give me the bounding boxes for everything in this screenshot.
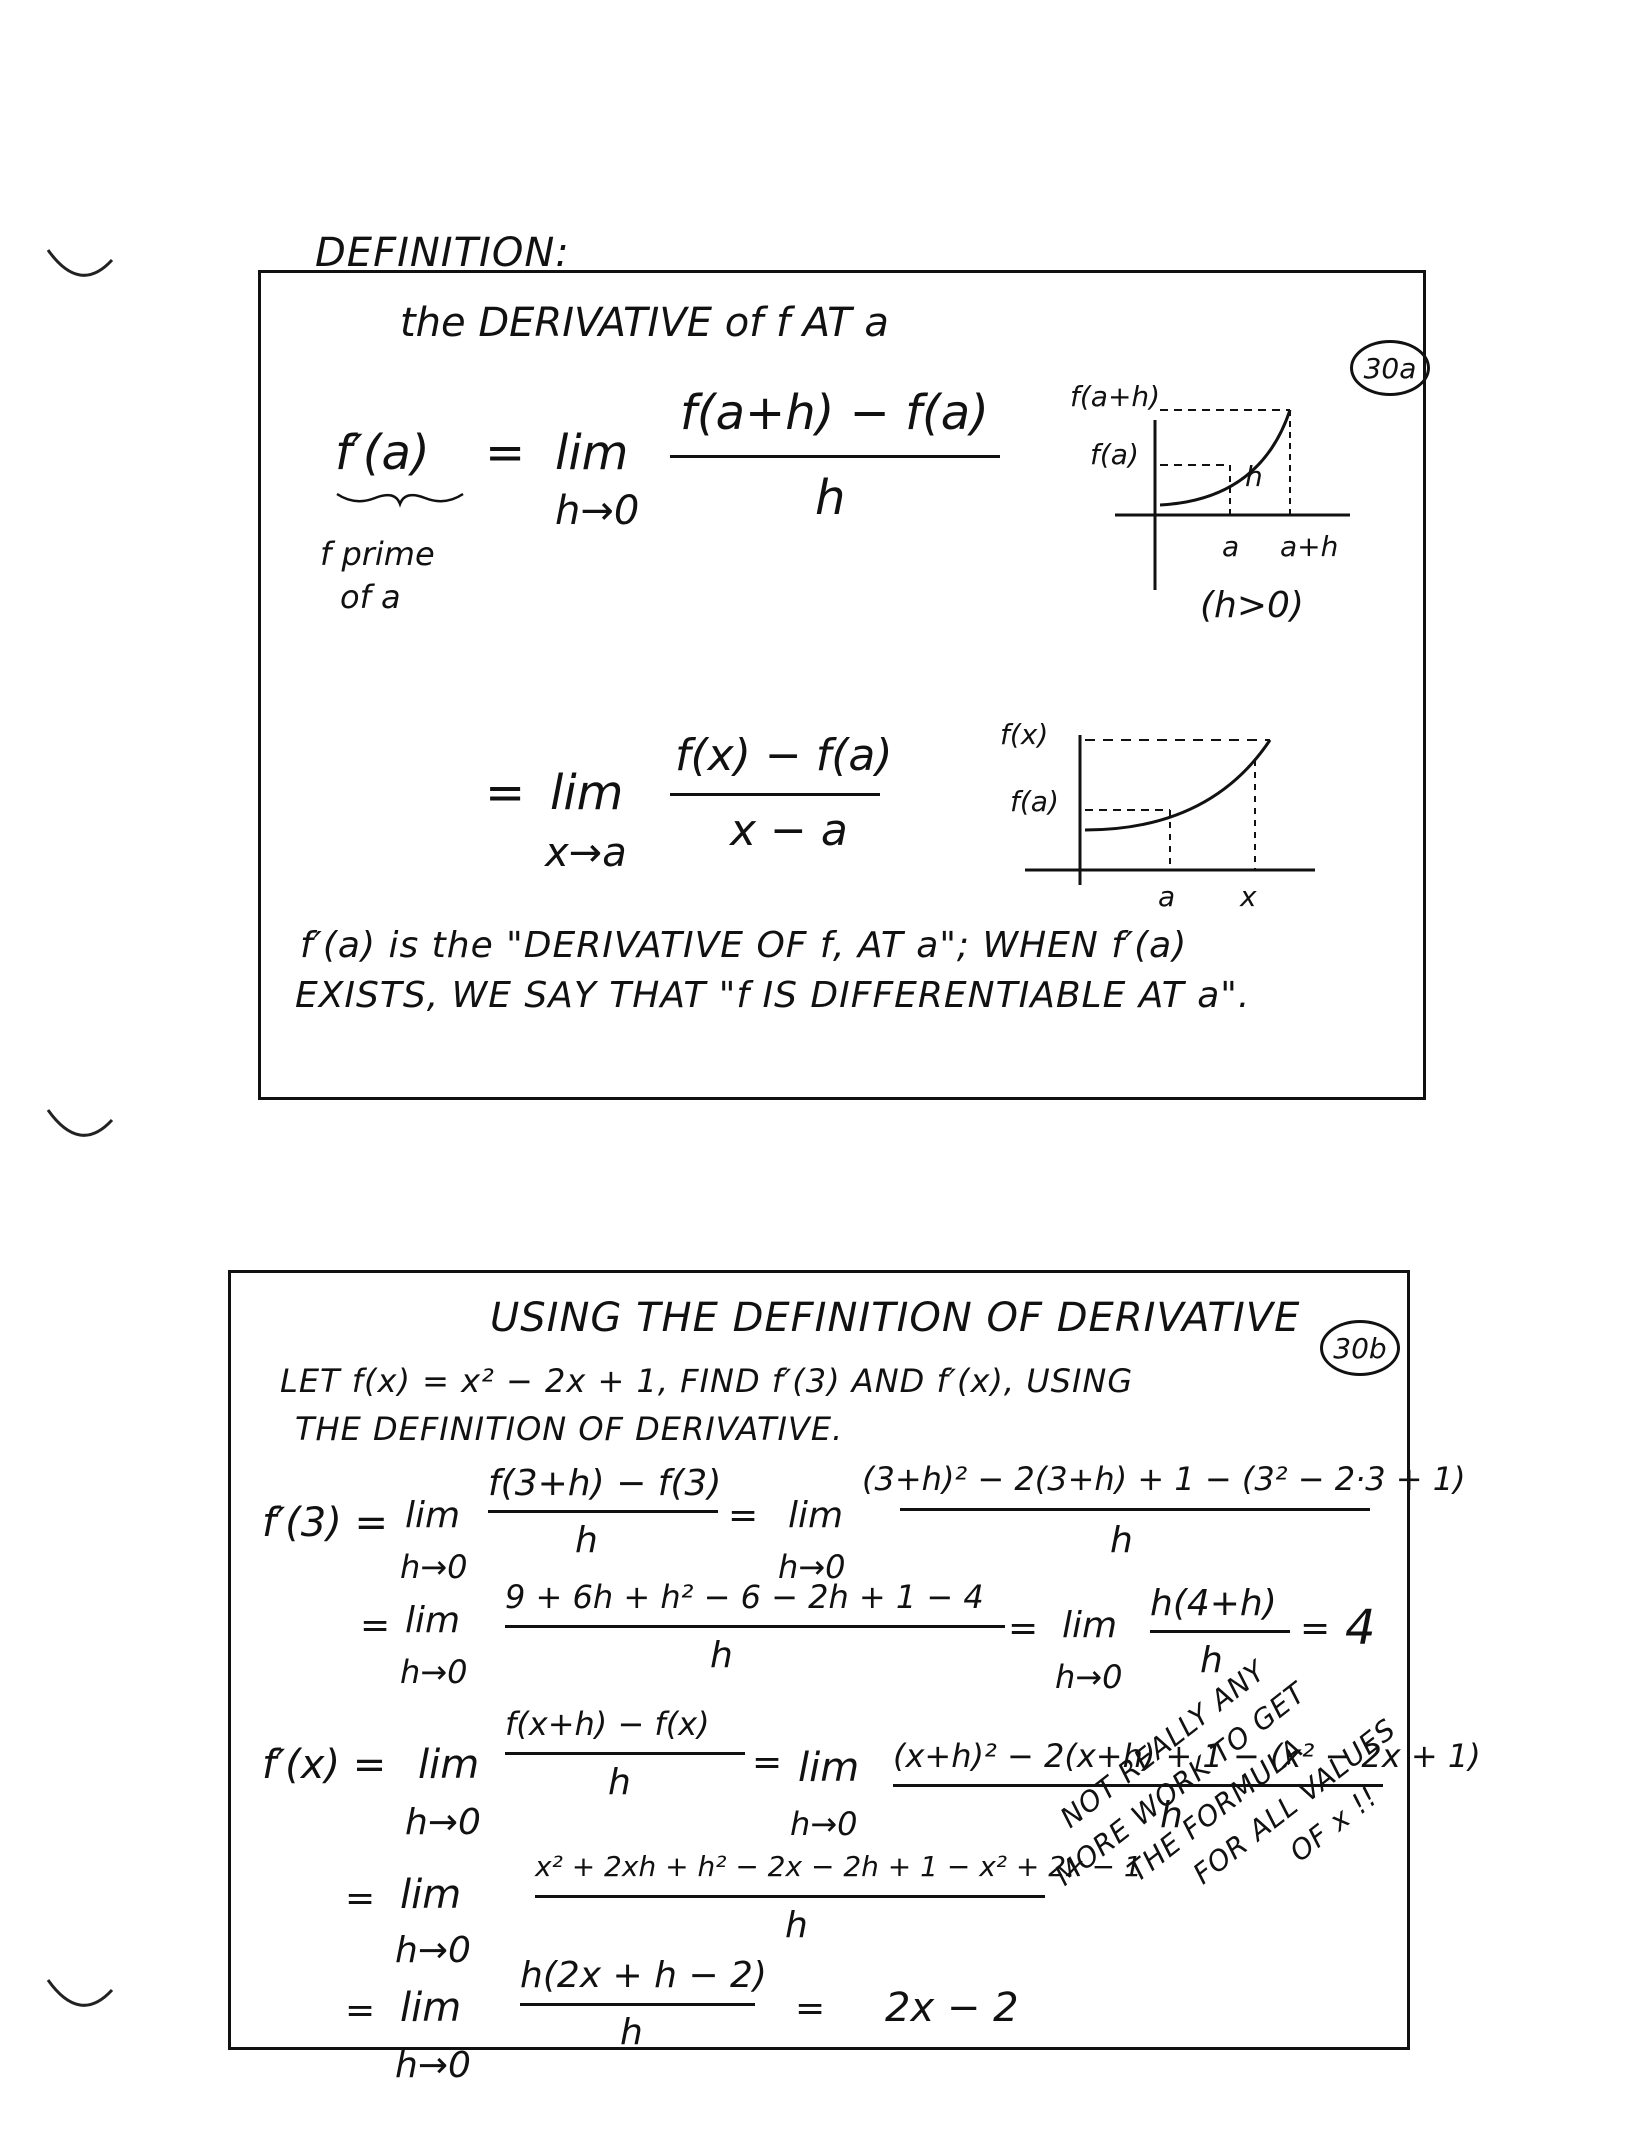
card-badge-label: 30a	[1363, 351, 1417, 385]
binder-hole-icon	[46, 1109, 114, 1137]
equals-sign: =	[795, 1988, 826, 2029]
numerator: f(x+h) − f(x)	[505, 1705, 710, 1743]
fraction-bar	[893, 1784, 1383, 1787]
fraction-bar	[505, 1625, 1005, 1628]
card-badge: 30a	[1350, 340, 1430, 396]
numerator: h(4+h)	[1150, 1583, 1277, 1624]
limit-label: lim	[400, 1872, 462, 1918]
graph2-label-a: a	[1158, 880, 1176, 913]
example-card	[228, 1270, 1410, 2050]
note-f-prime: f prime	[320, 535, 435, 573]
denominator: h	[620, 2012, 643, 2053]
card-badge-label: 30b	[1333, 1331, 1387, 1365]
equals-sign: =	[360, 1605, 391, 1646]
numerator: x² + 2xh + h² − 2x − 2h + 1 − x² + 2x − …	[535, 1850, 1142, 1883]
fraction-bar	[520, 2003, 755, 2006]
graph1-label-a: a	[1222, 530, 1240, 563]
limit-subscript: h→0	[400, 1548, 468, 1586]
f-prime-3: f′(3) =	[262, 1500, 389, 1546]
limit-label: lim	[400, 1985, 462, 2031]
problem-line-2: THE DEFINITION OF DERIVATIVE.	[295, 1410, 844, 1448]
limit-subscript: h→0	[395, 2045, 471, 2086]
limit-label: lim	[1062, 1605, 1118, 1646]
limit-label: lim	[418, 1742, 480, 1788]
example-heading: USING THE DEFINITION OF DERIVATIVE	[490, 1295, 1301, 1341]
fraction-bar	[488, 1510, 718, 1513]
equals-sign: =	[345, 1878, 376, 1919]
numerator: f(a+h) − f(a)	[680, 385, 989, 441]
limit-label: lim	[798, 1745, 860, 1791]
problem-line-1: LET f(x) = x² − 2x + 1, FIND f′(3) AND f…	[280, 1362, 1134, 1400]
limit-subscript: h→0	[790, 1805, 858, 1843]
limit-subscript: h→0	[1055, 1658, 1123, 1696]
numerator: f(3+h) − f(3)	[488, 1463, 722, 1504]
denominator: h	[1110, 1520, 1133, 1561]
limit-subscript: h→0	[778, 1548, 846, 1586]
equals-sign: =	[728, 1495, 759, 1536]
fraction-bar	[1150, 1630, 1290, 1633]
fraction-bar	[505, 1752, 745, 1755]
denominator: h	[815, 470, 846, 526]
result-value: 2x − 2	[885, 1985, 1019, 2031]
underbrace-icon	[336, 492, 464, 508]
graph2-label-fx: f(x)	[1000, 718, 1049, 751]
equals-sign: =	[485, 765, 526, 821]
binder-hole-icon	[46, 1979, 114, 2007]
limit-subscript: h→0	[405, 1802, 481, 1843]
numerator: 9 + 6h + h² − 6 − 2h + 1 − 4	[505, 1578, 984, 1616]
limit-label: lim	[405, 1600, 461, 1641]
numerator: (x+h)² − 2(x+h) + 1 − (x² − 2x + 1)	[893, 1737, 1481, 1775]
denominator: h	[608, 1762, 631, 1803]
definition-heading: DEFINITION:	[315, 230, 570, 276]
f-prime-x: f′(x) =	[262, 1742, 387, 1788]
definition-card	[258, 270, 1426, 1100]
limit-subscript: h→0	[400, 1653, 468, 1691]
graph2-label-fa: f(a)	[1010, 785, 1059, 818]
numerator: (3+h)² − 2(3+h) + 1 − (3² − 2·3 + 1)	[862, 1460, 1466, 1498]
fraction-bar	[670, 455, 1000, 458]
fraction-bar	[535, 1895, 1045, 1898]
equals-sign: =	[345, 1990, 376, 2031]
result-value: 4	[1345, 1600, 1376, 1656]
limit-label: lim	[550, 765, 624, 821]
f-prime-a: f′(a)	[335, 425, 430, 481]
graph1-sketch	[1115, 409, 1350, 590]
equals-sign: =	[485, 425, 526, 481]
graph1-label-h: h	[1245, 460, 1263, 493]
equals-sign: =	[1008, 1608, 1039, 1649]
equals-sign: =	[752, 1742, 783, 1783]
graph1-condition: (h>0)	[1200, 585, 1304, 626]
denominator: x − a	[730, 805, 848, 856]
fraction-bar	[900, 1508, 1370, 1511]
numerator: h(2x + h − 2)	[520, 1955, 767, 1996]
denominator: h	[710, 1635, 733, 1676]
limit-subscript: h→0	[395, 1930, 471, 1971]
limit-label: lim	[788, 1495, 844, 1536]
binder-hole-icon	[46, 249, 114, 277]
denominator: h	[575, 1520, 598, 1561]
denominator: h	[1160, 1795, 1183, 1836]
statement-line-1: f′(a) is the "DERIVATIVE OF f, AT a"; WH…	[300, 925, 1188, 966]
limit-label: lim	[405, 1495, 461, 1536]
graph1-label-fa: f(a)	[1090, 438, 1139, 471]
limit-subscript: h→0	[555, 488, 640, 534]
equals-sign: =	[1300, 1608, 1331, 1649]
definition-subtitle: the DERIVATIVE of f AT a	[400, 300, 889, 346]
card-badge: 30b	[1320, 1320, 1400, 1376]
statement-line-2: EXISTS, WE SAY THAT "f IS DIFFERENTIABLE…	[295, 975, 1251, 1016]
note-of-a: of a	[340, 578, 401, 616]
fraction-bar	[670, 793, 880, 796]
denominator: h	[1200, 1640, 1223, 1681]
limit-label: lim	[555, 425, 629, 481]
graph1-label-ah: a+h	[1280, 530, 1339, 563]
graph1-label-fah: f(a+h)	[1070, 380, 1161, 413]
graph2-sketch	[1025, 735, 1315, 885]
limit-subscript: x→a	[545, 830, 627, 876]
denominator: h	[785, 1905, 808, 1946]
graph2-label-x: x	[1240, 880, 1257, 913]
numerator: f(x) − f(a)	[675, 730, 893, 781]
